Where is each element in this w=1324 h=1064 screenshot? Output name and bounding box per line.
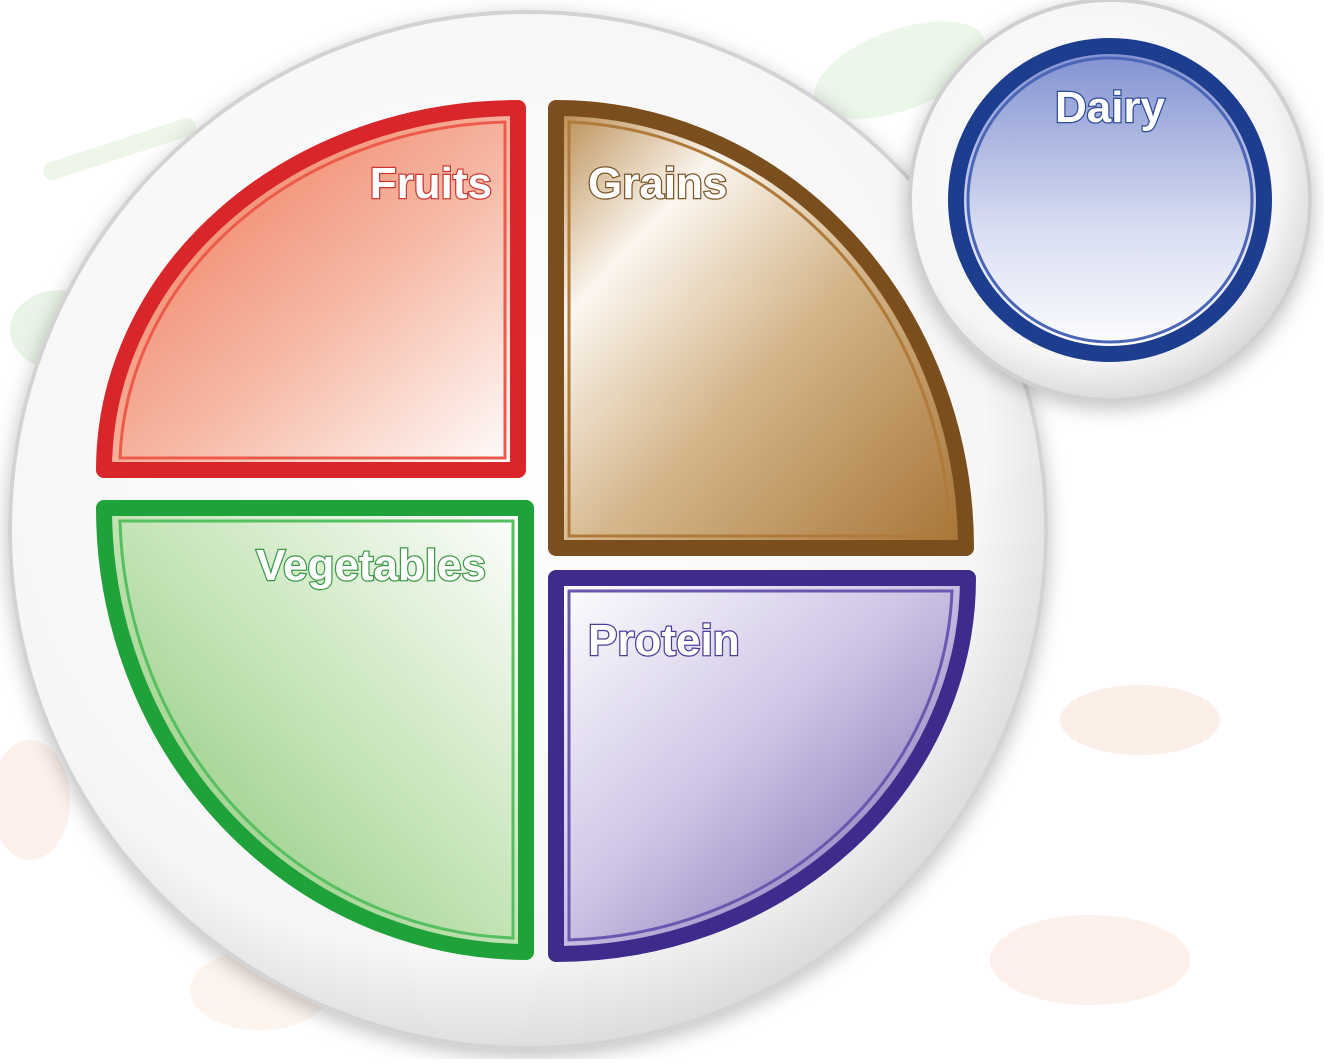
fruits-label: Fruits <box>370 159 492 208</box>
fruits-section <box>96 100 526 478</box>
dairy-label: Dairy <box>1055 83 1166 132</box>
dairy-cup <box>908 0 1312 402</box>
grains-section <box>548 100 974 556</box>
grains-label: Grains <box>588 159 727 208</box>
protein-section <box>548 570 976 962</box>
vegetables-section <box>96 500 534 960</box>
protein-label: Protein <box>588 616 740 665</box>
vegetables-label: Vegetables <box>256 541 486 590</box>
